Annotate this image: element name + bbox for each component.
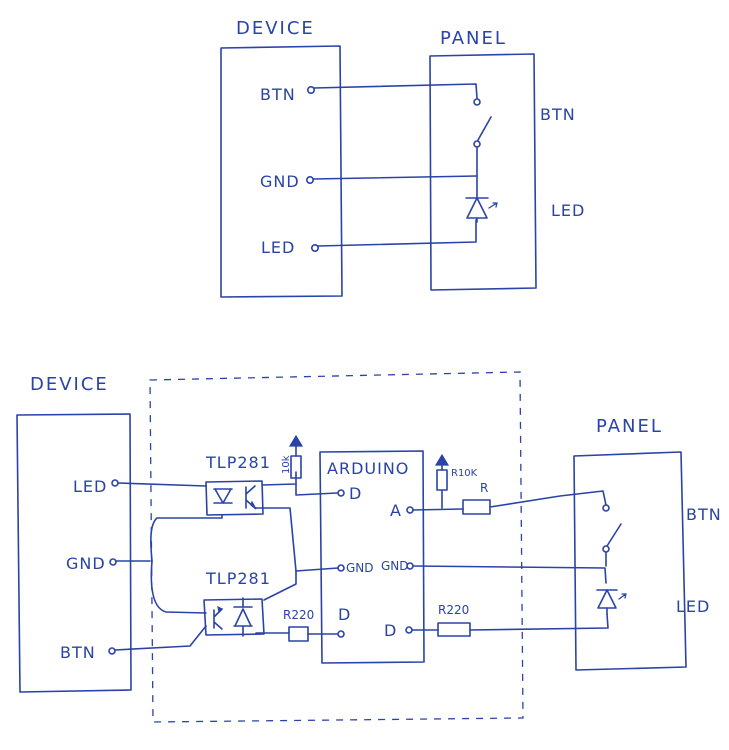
arduino-pin-d-top-terminal (337, 489, 345, 497)
top-panel-led-label: LED (551, 201, 585, 220)
top-wire-led (317, 219, 477, 247)
wire-gnd-to-panel (412, 565, 607, 584)
device-pin-led-label: LED (73, 477, 107, 496)
bottom-diagram: DEVICE PANEL LED GND BTN TLP281 TLP281 (16, 371, 722, 723)
r220-left-label: R220 (283, 608, 314, 622)
r220-right-symbol (437, 622, 471, 637)
arduino-pin-d-bottom-left-label: D (338, 605, 351, 624)
optocoupler-bottom-symbol (203, 597, 265, 637)
arduino-pin-a-terminal (406, 506, 414, 514)
wire-top-opto-emitter (255, 507, 297, 572)
top-device-title: DEVICE (236, 18, 315, 39)
r10k-label: R10K (451, 468, 478, 479)
top-device-box (220, 45, 343, 298)
r220-left-symbol (288, 626, 309, 642)
wire-r220-to-panel-led (469, 613, 609, 631)
pullup-resistor-label: 10k (281, 455, 292, 474)
arduino-pin-d-bottom-right-terminal (405, 626, 413, 634)
arduino-pin-gnd-left-label: GND (346, 561, 374, 575)
wire-r-to-panel-btn (489, 490, 607, 508)
top-wire-gnd (312, 175, 478, 180)
optocoupler-top-label: TLP281 (205, 453, 271, 472)
arduino-pin-d-bottom-left-terminal (337, 630, 345, 638)
wire-gnd-to-top-opto (150, 514, 223, 562)
bottom-panel-btn-label: BTN (686, 505, 722, 524)
interface-board-outline (149, 371, 524, 723)
arduino-pin-d-bottom-right-label: D (384, 621, 397, 640)
arduino-pin-a-label: A (390, 501, 402, 520)
device-pin-gnd-terminal (109, 558, 117, 566)
wire-arduino-a-to-r (412, 508, 464, 511)
top-diagram: DEVICE PANEL BTN GND LED BTN LED (220, 18, 585, 298)
arduino-box (319, 450, 425, 664)
bottom-panel-led-label: LED (676, 597, 710, 616)
r10k-pullup-symbol (434, 453, 450, 509)
device-pin-btn-terminal (108, 647, 116, 655)
bottom-panel-box (573, 451, 687, 671)
arduino-pin-gnd-left-terminal (337, 564, 345, 572)
top-pin-gnd-label: GND (260, 172, 300, 191)
device-pin-btn-label: BTN (60, 643, 96, 662)
wire-device-btn (114, 625, 207, 651)
wire-device-led (117, 482, 207, 487)
top-pin-gnd-terminal (305, 176, 314, 185)
arduino-title: ARDUINO (327, 459, 409, 478)
top-panel-title: PANEL (440, 28, 507, 49)
wire-gnd-to-bottom-opto (263, 570, 297, 601)
top-pin-btn-terminal (306, 86, 315, 95)
top-panel-led-symbol (465, 197, 498, 223)
arduino-pin-d-top-label: D (349, 484, 362, 503)
bottom-panel-title: PANEL (596, 416, 663, 437)
top-pin-led-label: LED (261, 238, 295, 257)
optocoupler-top-symbol (205, 480, 264, 516)
top-wire-btn (313, 83, 478, 99)
device-pin-led-terminal (111, 479, 119, 487)
bottom-panel-switch-symbol (602, 504, 622, 567)
device-pin-gnd-label: GND (66, 554, 106, 573)
r-label: R (480, 481, 488, 495)
top-panel-switch-symbol (473, 98, 492, 199)
r220-right-label: R220 (438, 603, 469, 617)
r-symbol (462, 499, 491, 515)
top-panel-btn-label: BTN (540, 105, 576, 124)
bottom-device-title: DEVICE (30, 374, 109, 395)
wire-to-arduino-gnd-left (295, 567, 339, 572)
top-panel-box (429, 53, 537, 291)
bottom-device-box (16, 413, 132, 693)
top-pin-btn-label: BTN (260, 85, 296, 104)
pullup-resistor-symbol (288, 434, 304, 479)
wire-to-arduino-d-top (295, 483, 338, 496)
optocoupler-bottom-label: TLP281 (205, 569, 271, 588)
wire-gnd-to-bottom-opto (150, 560, 207, 614)
bottom-panel-led-symbol (596, 589, 627, 615)
arduino-pin-gnd-right-label: GND (381, 559, 409, 573)
top-pin-led-terminal (310, 244, 319, 253)
